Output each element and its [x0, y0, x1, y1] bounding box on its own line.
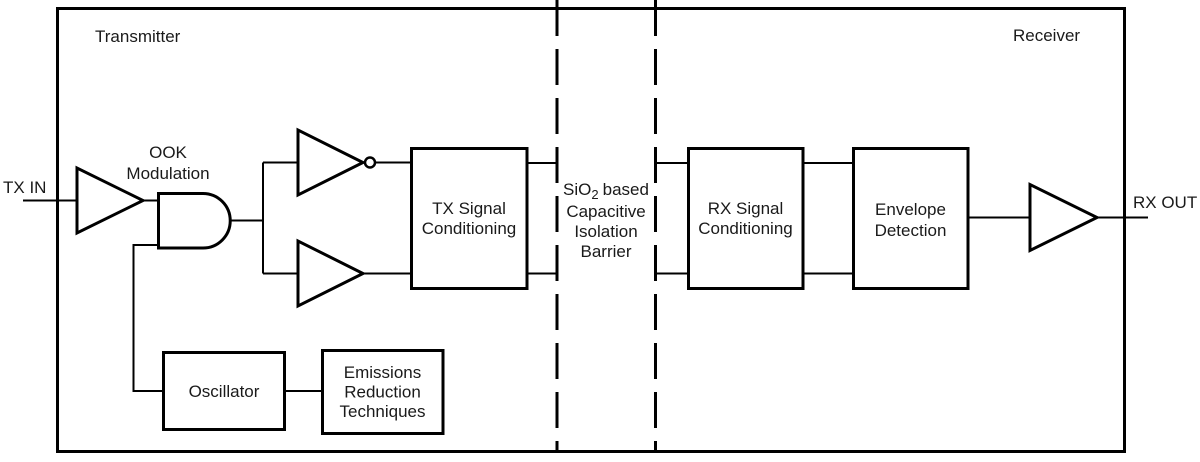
barrier-subscript-text: 2 — [591, 187, 598, 202]
tx-signal-label-line1: TX Signal — [432, 199, 506, 218]
envelope-detection-block — [852, 147, 970, 290]
inverter-icon — [296, 127, 367, 198]
transmitter-label: Transmitter — [95, 27, 181, 46]
and-gate-icon — [157, 192, 232, 250]
rx-signal-label-line2: Conditioning — [698, 219, 793, 238]
oscillator-block — [162, 351, 286, 431]
barrier-label-line3: Isolation — [574, 222, 637, 241]
rx-signal-label-line1: RX Signal — [708, 199, 784, 218]
branch-buffer-icon — [296, 238, 367, 309]
rx-signal-conditioning-block — [687, 147, 805, 290]
ook-label-line2: Modulation — [126, 164, 209, 183]
tx-signal-label-line2: Conditioning — [422, 219, 517, 238]
receiver-label: Receiver — [1013, 26, 1080, 45]
emissions-label-line2: Reduction — [344, 383, 421, 402]
chip-boundary — [56, 7, 1126, 453]
barrier-based-text: based — [603, 180, 649, 199]
oscillator-to-and-wire — [132, 244, 163, 392]
tx-signal-conditioning-block — [410, 147, 529, 290]
barrier-label-line2: Capacitive — [566, 202, 645, 221]
barrier-label-line4: Barrier — [580, 242, 631, 261]
tx-in-label: TX IN — [3, 178, 46, 197]
ook-label-line1: OOK — [149, 143, 187, 162]
rx-output-buffer-icon — [1028, 182, 1101, 253]
rx-out-label: RX OUT — [1133, 193, 1197, 212]
inverter-bubble-icon — [363, 156, 377, 169]
envelope-label-line2: Detection — [875, 221, 947, 240]
oscillator-label: Oscillator — [189, 382, 260, 401]
emissions-label-line3: Techniques — [339, 402, 425, 421]
emissions-reduction-block — [321, 349, 445, 435]
tx-input-buffer-icon — [75, 165, 147, 236]
emissions-label-line1: Emissions — [344, 363, 421, 382]
barrier-label-line1: SiO2 based — [563, 180, 649, 202]
barrier-sio-text: SiO — [563, 180, 591, 199]
envelope-label-line1: Envelope — [875, 200, 946, 219]
